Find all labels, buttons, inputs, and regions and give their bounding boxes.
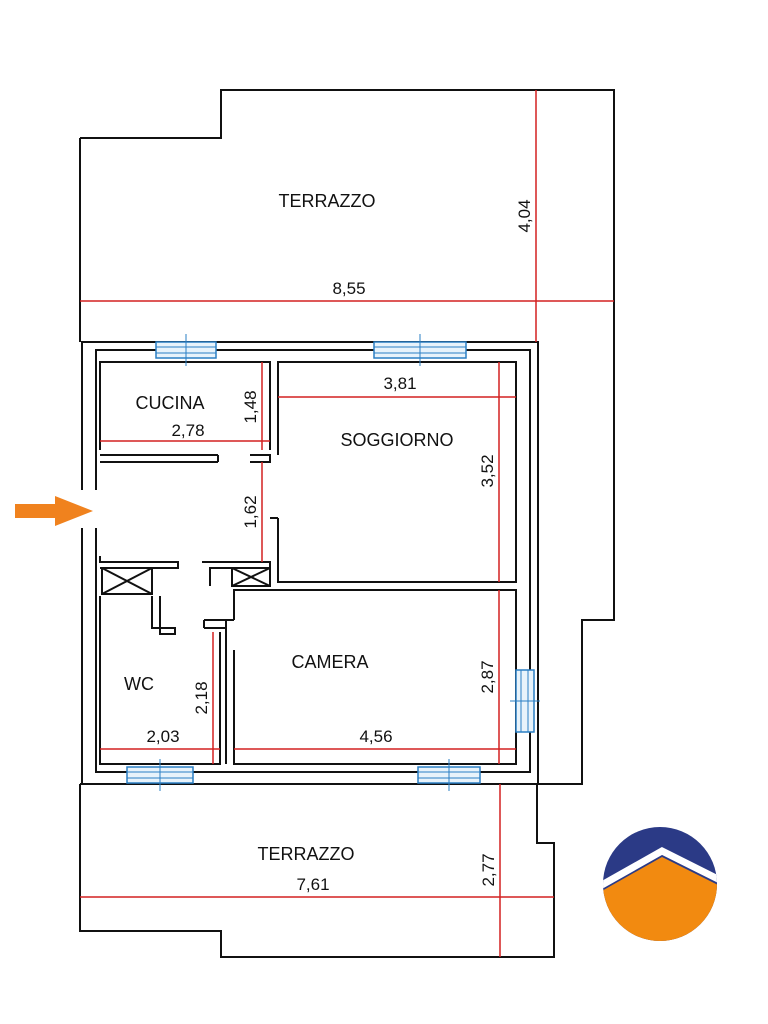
dim-kitchen-width: 2,78: [171, 421, 204, 440]
dim-hall-height: 1,62: [241, 495, 260, 528]
room-label-terrace-bottom: TERRAZZO: [258, 844, 355, 864]
agency-logo-icon: [603, 827, 717, 941]
window-bedroom-side: [510, 669, 540, 733]
dim-terrace-bottom-width: 7,61: [296, 875, 329, 894]
window-kitchen: [155, 334, 217, 366]
dimension-labels: 8,55 4,04 2,78 1,48 1,62 3,81 3,52 4,56 …: [146, 199, 534, 894]
ventilation-shafts: [101, 567, 271, 595]
dim-bedroom-height: 2,87: [478, 660, 497, 693]
room-labels: TERRAZZO CUCINA SOGGIORNO CAMERA WC TERR…: [124, 191, 454, 864]
entrance-arrow-icon: [15, 496, 93, 526]
logo-white-chevron: [603, 847, 717, 890]
windows: [126, 334, 540, 791]
dim-living-height: 3,52: [478, 454, 497, 487]
room-label-bathroom: WC: [124, 674, 154, 694]
room-label-living: SOGGIORNO: [340, 430, 453, 450]
dim-living-width: 3,81: [383, 374, 416, 393]
dim-terrace-bottom-height: 2,77: [479, 853, 498, 886]
room-label-bedroom: CAMERA: [291, 652, 368, 672]
window-bathroom: [126, 759, 194, 791]
dim-kitchen-height: 1,48: [241, 390, 260, 423]
window-bedroom-bottom: [417, 759, 481, 791]
dim-terrace-top-height: 4,04: [515, 199, 534, 232]
window-living: [373, 334, 467, 366]
dim-terrace-top-width: 8,55: [332, 279, 365, 298]
room-label-terrace-top: TERRAZZO: [279, 191, 376, 211]
logo-orange-part: [603, 857, 717, 941]
shaft-left-cross-b: [101, 567, 153, 595]
shaft-right-cross-b: [231, 567, 271, 587]
dim-bathroom-height: 2,18: [192, 681, 211, 714]
dimension-lines: [80, 90, 614, 957]
dim-bedroom-width: 4,56: [359, 727, 392, 746]
room-label-kitchen: CUCINA: [135, 393, 204, 413]
dim-bathroom-width: 2,03: [146, 727, 179, 746]
